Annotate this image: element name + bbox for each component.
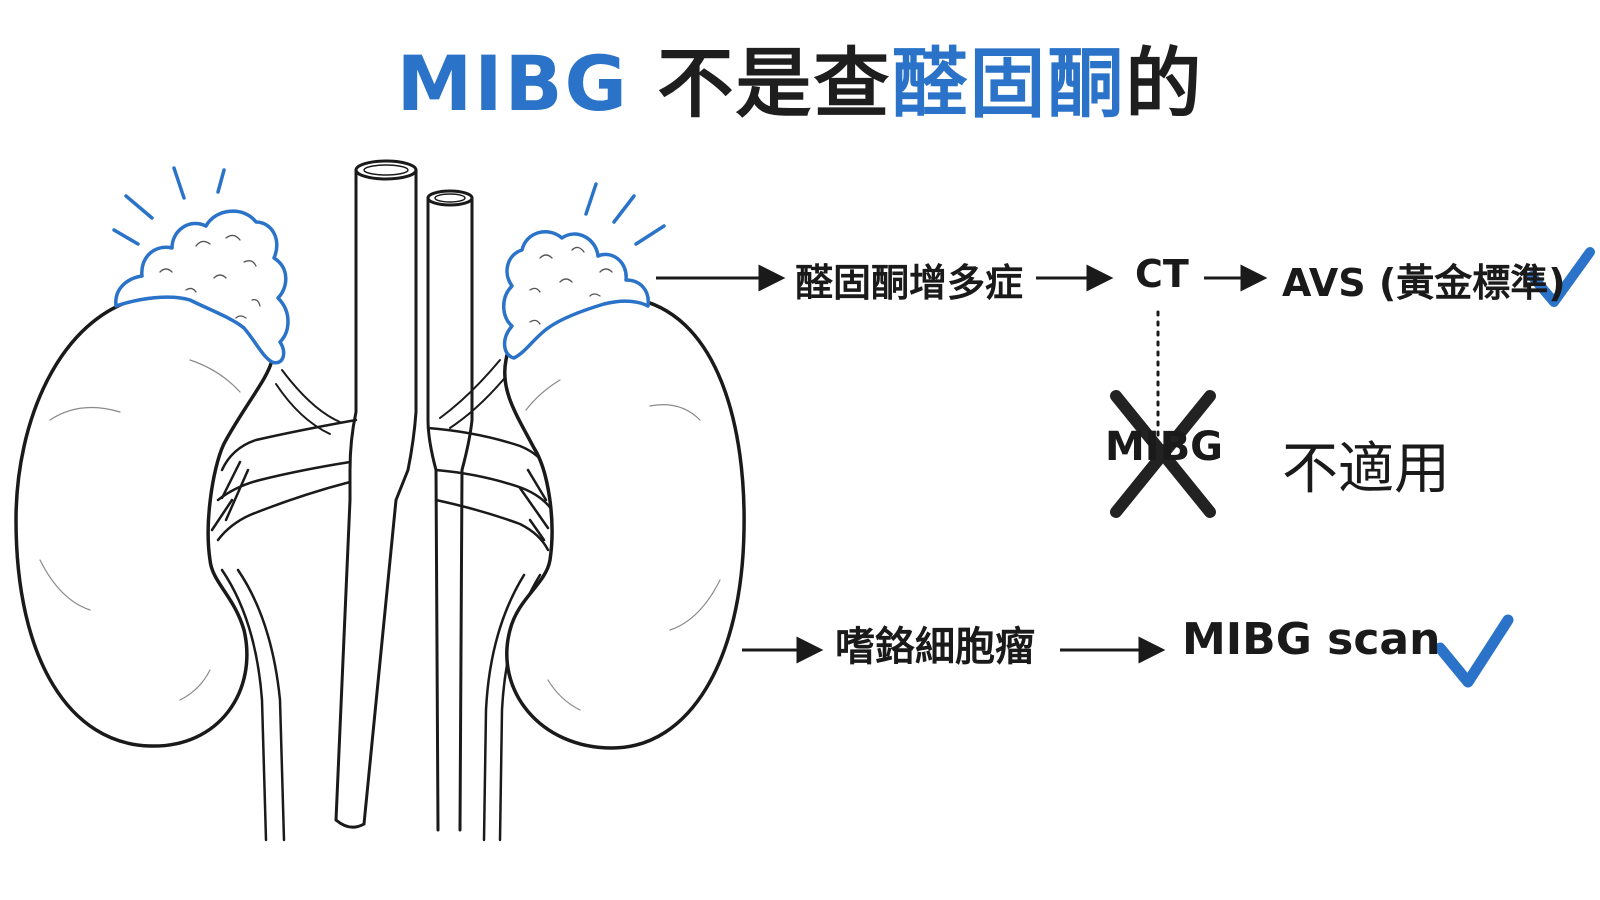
node-avs-gold-standard: AVS (黃金標準) [1282,261,1566,305]
left-kidney [14,294,275,748]
title-suffix: 的 [1125,39,1204,128]
left-adrenal-highlight-rays [112,166,226,246]
note-not-applicable: 不適用 [1282,437,1450,502]
node-mibg-crossed: MIBG [1105,424,1224,470]
node-hyperaldosteronism: 醛固酮增多症 [795,261,1024,305]
check-icon [1434,614,1514,688]
title-aldosterone: 醛固酮 [891,39,1126,128]
title-not-check: 不是查 [628,39,892,128]
right-adrenal-highlight-rays [584,182,666,246]
kidney-adrenal-illustration [14,159,746,842]
left-adrenal-gland [114,209,290,365]
right-adrenal-gland [502,230,650,360]
title-mibg: MIBG [396,39,629,128]
page-title: MIBG 不是查醛固酮的 [0,22,1600,132]
node-ct: CT [1135,252,1189,296]
check-icon [1527,247,1595,307]
cross-x-icon [1110,390,1216,518]
left-renal-vessels [210,369,358,542]
aorta [334,159,418,829]
node-mibg-scan: MIBG scan [1182,614,1441,665]
right-kidney [503,296,746,750]
node-pheochromocytoma: 嗜鉻細胞瘤 [835,624,1035,670]
